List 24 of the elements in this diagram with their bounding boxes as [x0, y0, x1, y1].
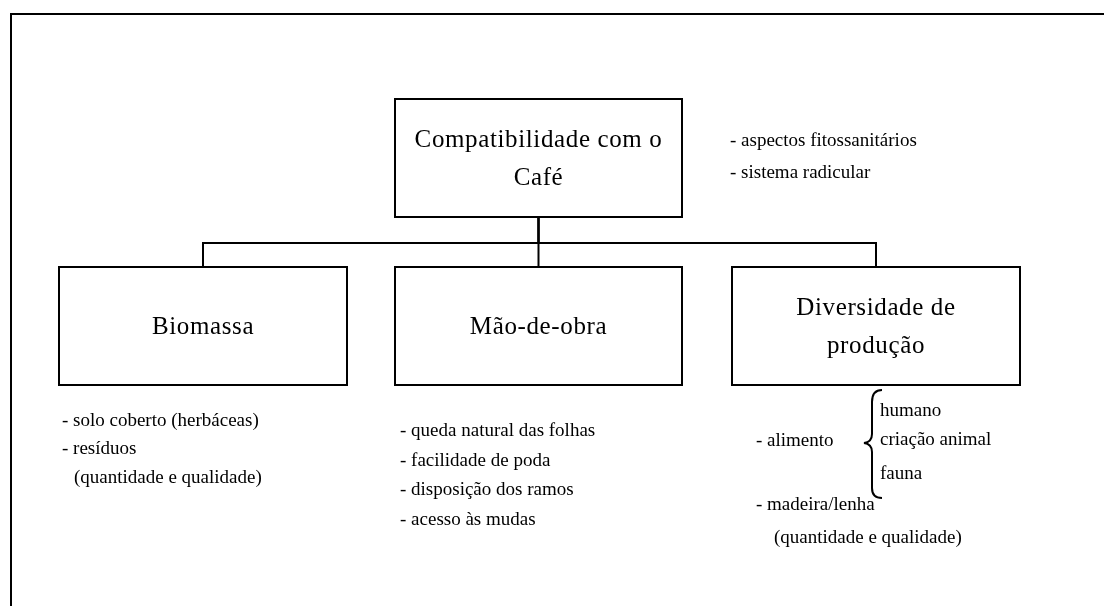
- criterion-text: fauna: [880, 461, 923, 485]
- criterion-text: - madeira/lenha: [756, 492, 875, 516]
- criterion-text: - aspectos fitossanitários: [730, 128, 917, 152]
- criterion-text: - disposição dos ramos: [400, 477, 574, 501]
- category-box: [394, 266, 683, 386]
- criterion-text: - queda natural das folhas: [400, 418, 596, 442]
- category-box: [394, 98, 683, 218]
- criterion-text: - acesso às mudas: [400, 507, 536, 531]
- connector-line: [537, 217, 877, 267]
- criterion-text: - solo coberto (herbáceas): [62, 408, 259, 432]
- criterion-text: humano: [880, 398, 942, 422]
- category-box: [731, 266, 1021, 386]
- criterion-text: criação animal: [880, 427, 992, 451]
- category-box: [58, 266, 348, 386]
- criterion-text: - resíduos: [62, 436, 137, 460]
- box-title: Diversidade de produção: [795, 292, 957, 360]
- criterion-text: (quantidade e qualidade): [774, 525, 962, 549]
- box-title: Compatibilidade com o Café: [413, 124, 664, 192]
- criterion-text: - alimento: [756, 428, 834, 452]
- criterion-text: - facilidade de poda: [400, 448, 551, 472]
- criterion-text: - sistema radicular: [730, 160, 871, 184]
- criterion-text: (quantidade e qualidade): [74, 465, 262, 489]
- box-title: Biomassa: [151, 311, 255, 341]
- box-title: Mão-de-obra: [469, 311, 608, 341]
